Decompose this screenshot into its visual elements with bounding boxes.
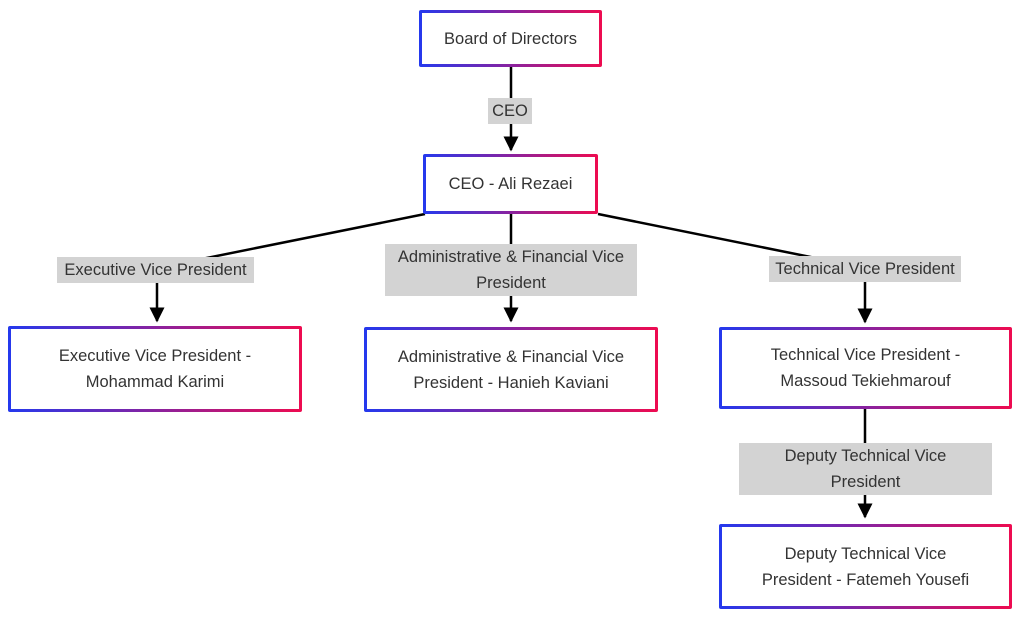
node-deputy-technical-vice-president-fatemeh-yousefi: Deputy Technical Vice President - Fateme… — [719, 524, 1012, 609]
edge-label-deputy-technical-vice-president: Deputy Technical Vice President — [739, 443, 992, 495]
edge-label-ceo: CEO — [488, 98, 532, 124]
node-board-of-directors: Board of Directors — [419, 10, 602, 67]
edge-label-technical-vice-president: Technical Vice President — [769, 256, 961, 282]
node-executive-vice-president-mohammad-karimi: Executive Vice President - Mohammad Kari… — [8, 326, 302, 412]
node-ceo-ali-rezaei: CEO - Ali Rezaei — [423, 154, 598, 214]
node-technical-vice-president-massoud-tekiehmarouf: Technical Vice President - Massoud Tekie… — [719, 327, 1012, 409]
node-administrative-financial-vice-president-hanieh-kaviani: Administrative & Financial Vice Presiden… — [364, 327, 658, 412]
edge-label-administrative-financial-vice-president: Administrative & Financial Vice Presiden… — [385, 244, 637, 296]
edge-label-executive-vice-president: Executive Vice President — [57, 257, 254, 283]
